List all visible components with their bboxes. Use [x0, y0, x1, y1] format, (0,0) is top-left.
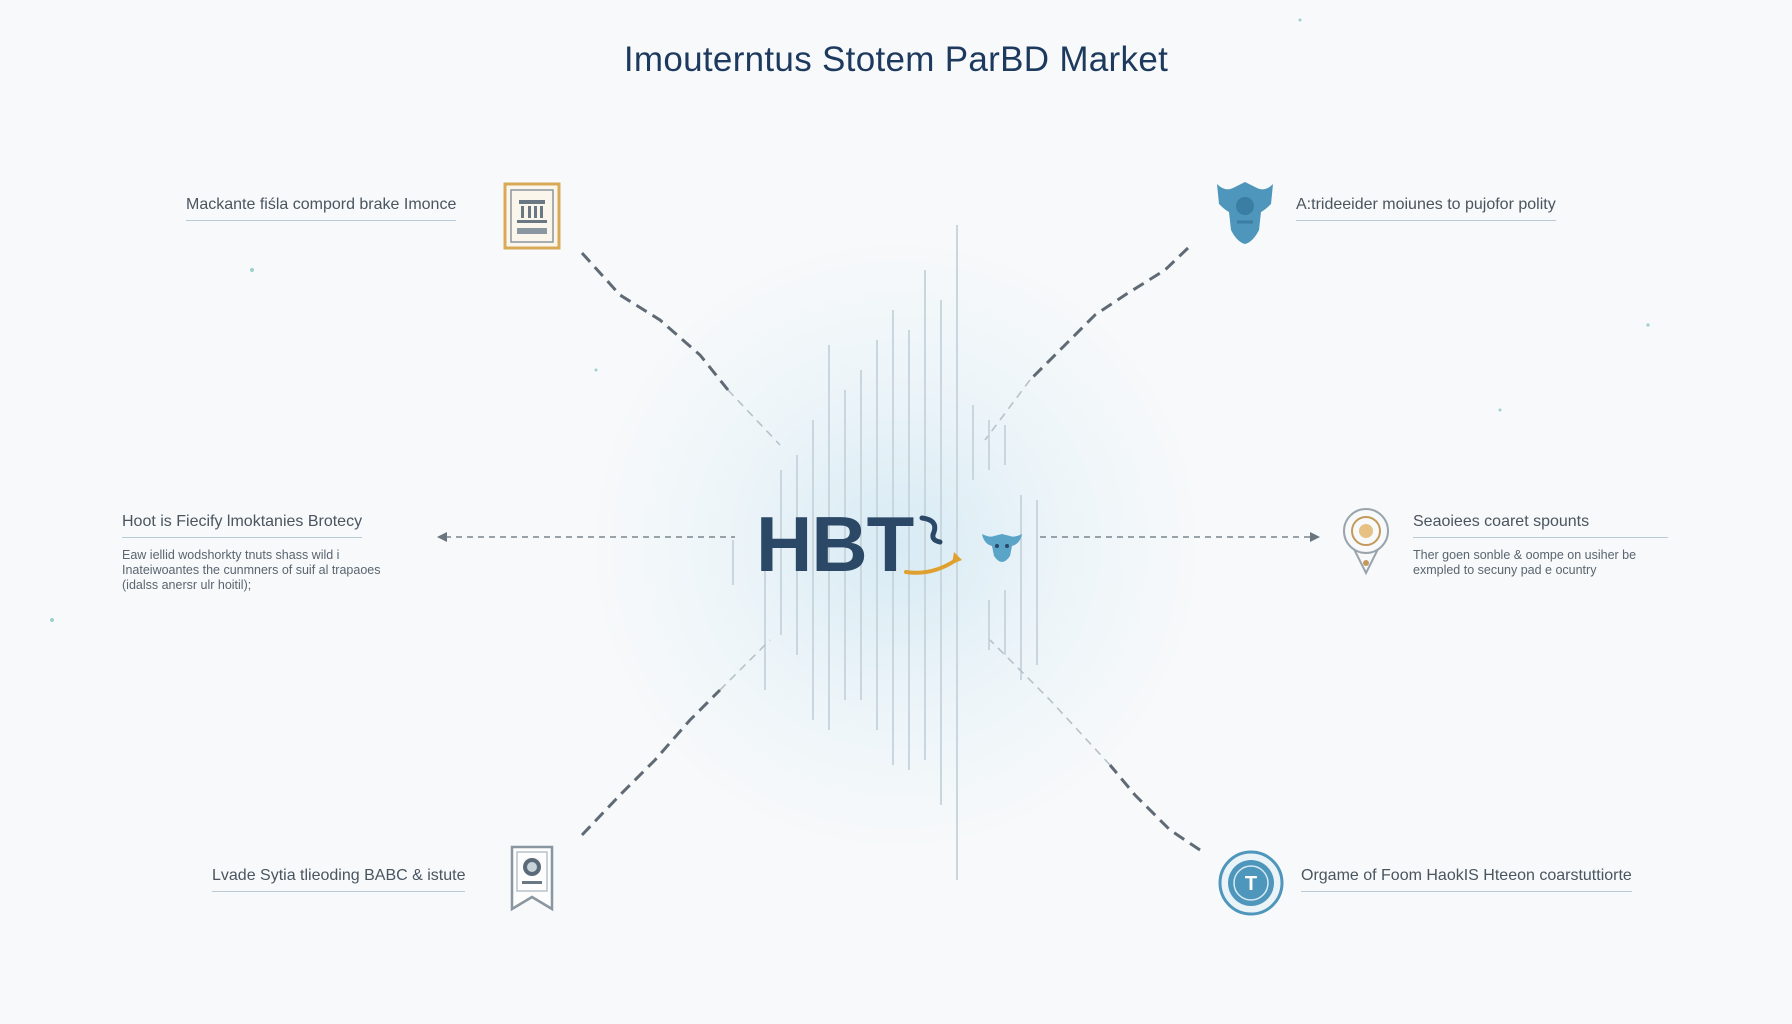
- coin-pendant-icon: [1341, 505, 1391, 582]
- node-label-top-left: Mackante fiśla compord brake Imonce: [186, 196, 457, 221]
- light-connectors: [719, 379, 1111, 766]
- node-label-bottom-right: Orgame of Foom HaokIS Hteeon coarstuttio…: [1301, 867, 1632, 892]
- center-glow: [596, 245, 1196, 845]
- bull-head-icon: [980, 528, 1024, 569]
- shield-bull-icon: [1213, 178, 1277, 251]
- node-desc-mid-left: Eaw iellid wodshorkty tnuts shass wild i…: [122, 548, 380, 593]
- desc-line: exmpled to secuny pad e ocuntry: [1413, 563, 1597, 577]
- dashed-connectors: [580, 246, 1201, 852]
- node-desc-mid-right: Ther goen sonble & oompe on usiher be ex…: [1413, 548, 1636, 578]
- token-coin-icon: T: [1218, 850, 1284, 921]
- desc-line: Eaw iellid wodshorkty tnuts shass wild i: [122, 548, 340, 562]
- node-label-top-right: A:trideeider moiunes to pujofor polity: [1296, 196, 1556, 221]
- node-label-mid-right: Seaoiees coaret spounts: [1413, 513, 1668, 538]
- svg-text:T: T: [1245, 873, 1257, 895]
- desc-line: Inateiwoantes the cunmners of suif al tr…: [122, 563, 381, 577]
- background-specks: [50, 18, 1650, 622]
- page-title: Imouterntus Stotem ParBD Market: [623, 40, 1169, 79]
- node-label-bottom-left: Lvade Sytia tlieoding BABC & istute: [212, 867, 466, 892]
- desc-line: (idalss anersr ulr hoitil);: [122, 578, 252, 592]
- center-logo-text: HBT: [756, 500, 914, 588]
- node-label-mid-left: Hoot is Fiecify lmoktanies Brotecy: [122, 513, 363, 538]
- building-certificate-icon: [503, 182, 561, 255]
- arrow-swoosh-icon: [902, 510, 964, 585]
- center-bars: [732, 225, 1038, 880]
- badge-ribbon-icon: [508, 843, 556, 918]
- desc-line: Ther goen sonble & oompe on usiher be: [1413, 548, 1637, 562]
